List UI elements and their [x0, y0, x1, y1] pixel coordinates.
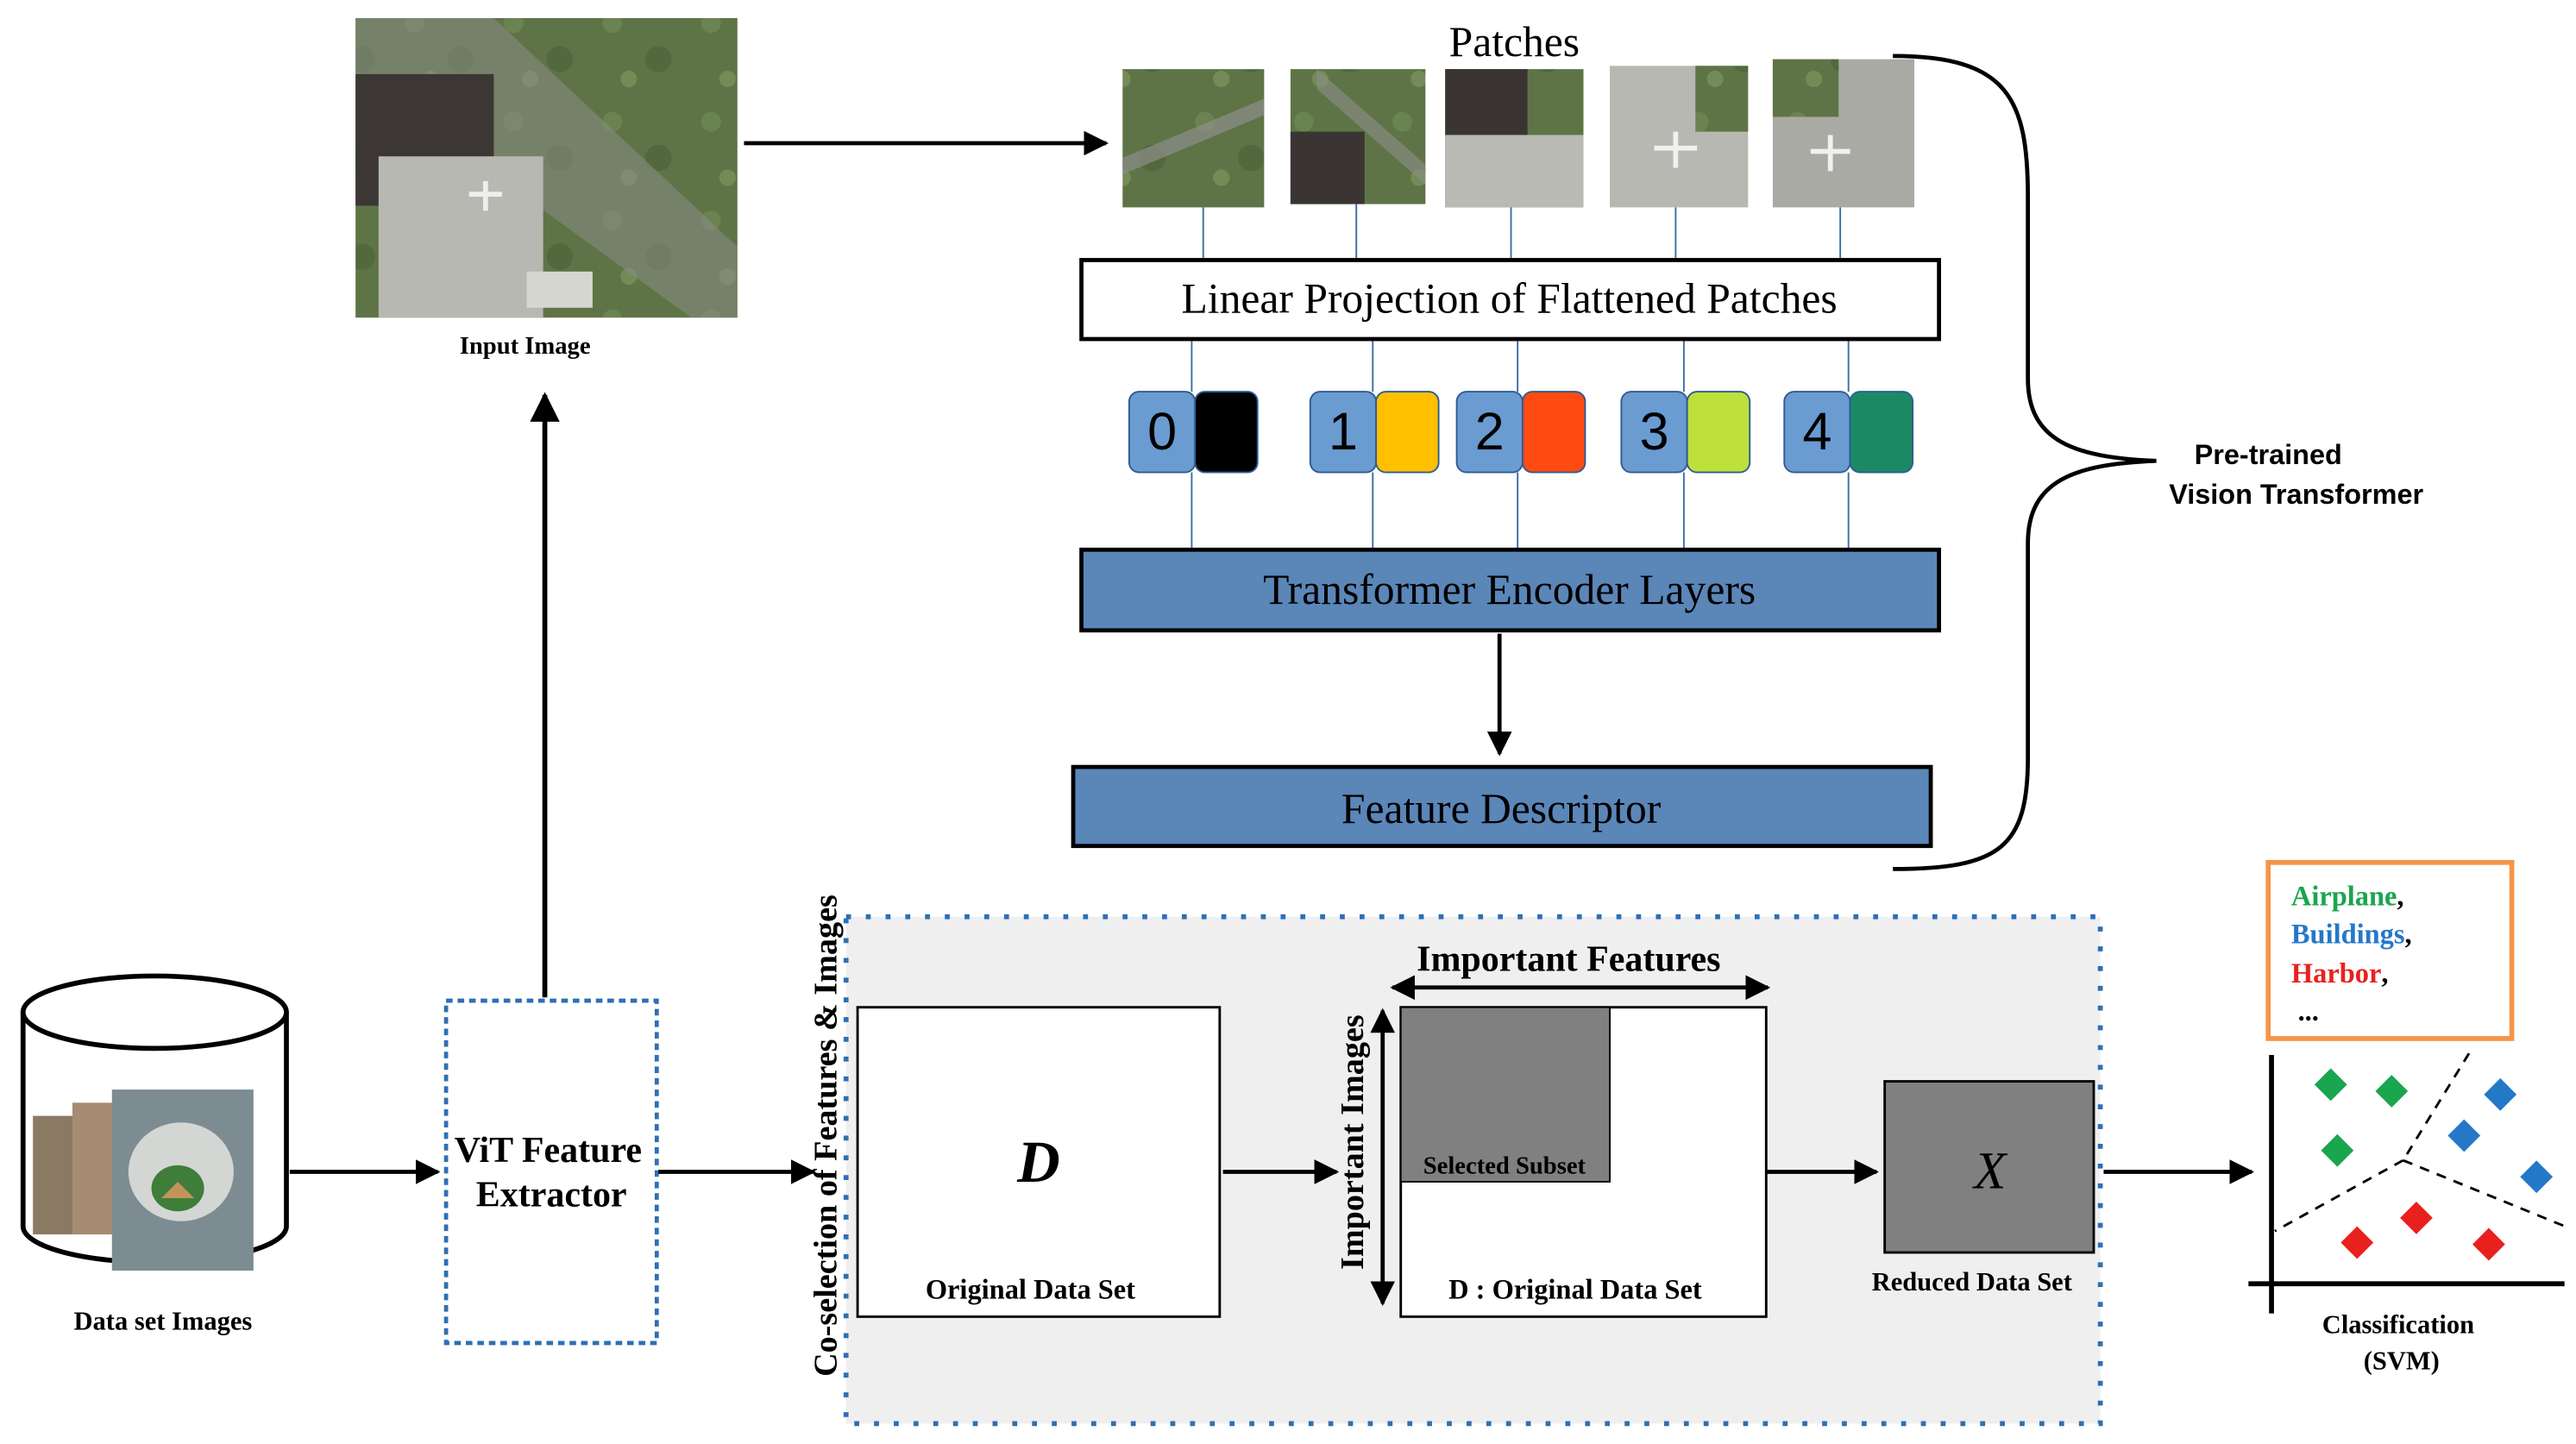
important-images-label: Important Images	[1335, 1014, 1371, 1270]
class-airplane: Airplane,	[2291, 881, 2404, 912]
red-points	[2340, 1202, 2505, 1261]
class-harbor-sep: ,	[2381, 958, 2388, 989]
token-2: 2	[1455, 391, 1586, 474]
linear-projection-label: Linear Projection of Flattened Patches	[1182, 275, 1838, 323]
class-more: ...	[2298, 996, 2319, 1027]
token-embedding-0	[1194, 391, 1259, 474]
reduced-dataset-caption: Reduced Data Set	[1872, 1267, 2073, 1296]
vit-brace-label-1: Pre-trained	[2195, 439, 2342, 470]
patch-4	[1610, 66, 1749, 208]
patch-3	[1445, 69, 1584, 208]
token-index-3: 3	[1640, 402, 1669, 461]
patch-connectors	[1191, 204, 1850, 550]
green-points	[2314, 1068, 2409, 1167]
patch-1	[1122, 69, 1265, 208]
token-embedding-4	[1849, 391, 1914, 474]
input-image-caption: Input Image	[460, 332, 591, 360]
token-embedding-2	[1521, 391, 1586, 474]
classification-plot	[2248, 1052, 2566, 1314]
token-embedding-3	[1686, 391, 1751, 474]
original-dataset-caption: Original Data Set	[926, 1274, 1135, 1305]
encoder-box	[1079, 547, 1942, 633]
extractor-box	[443, 998, 659, 1346]
original-dataset-symbol: D	[1016, 1129, 1060, 1195]
important-features-label: Important Features	[1417, 940, 1720, 980]
token-index-1: 1	[1329, 402, 1358, 461]
blue-points	[2447, 1077, 2554, 1194]
dataset-caption: Data set Images	[73, 1307, 252, 1336]
class-airplane-sep: ,	[2397, 881, 2403, 912]
class-harbor-label: Harbor	[2291, 958, 2381, 989]
token-1: 1	[1309, 391, 1440, 474]
token-index-0: 0	[1147, 402, 1177, 461]
coselection-vertical-label: Co-selection of Features & Images	[807, 895, 844, 1377]
token-4: 4	[1783, 391, 1914, 474]
token-embedding-1	[1375, 391, 1440, 474]
patch-2	[1290, 69, 1426, 204]
classification-label-2: (SVM)	[2364, 1346, 2440, 1375]
original-with-symbol-label: D : Original Data Set	[1448, 1274, 1702, 1305]
token-3: 3	[1620, 391, 1751, 474]
patches-title: Patches	[1449, 18, 1580, 66]
original-dataset-box	[856, 1006, 1222, 1318]
encoder-label: Transformer Encoder Layers	[1263, 566, 1756, 613]
classification-label-1: Classification	[2322, 1309, 2474, 1339]
dataset-cylinder-icon	[20, 973, 289, 1271]
vit-brace-label-2: Vision Transformer	[2169, 479, 2423, 510]
token-index-4: 4	[1802, 402, 1831, 461]
token-row: 0 1 2 3 4	[1128, 391, 1914, 474]
vit-brace	[1893, 53, 2157, 871]
selected-subset-block	[1399, 1006, 1611, 1183]
classes-box	[2265, 859, 2515, 1041]
reduced-dataset-symbol: X	[1971, 1143, 2008, 1201]
descriptor-box	[1071, 764, 1933, 849]
token-0: 0	[1128, 391, 1259, 474]
reduced-dataset-box	[1883, 1080, 2095, 1254]
extractor-label-1: ViT Feature	[455, 1131, 642, 1171]
class-buildings: Buildings,	[2291, 919, 2412, 950]
linear-projection-box	[1079, 258, 1942, 342]
patch-5	[1772, 59, 1915, 208]
airplane-shape	[468, 180, 502, 211]
input-image	[355, 17, 738, 318]
token-index-2: 2	[1475, 402, 1505, 461]
class-airplane-label: Airplane	[2291, 881, 2397, 912]
extractor-label-2: Extractor	[476, 1176, 627, 1215]
patch-row	[1122, 59, 1915, 208]
descriptor-label: Feature Descriptor	[1341, 785, 1662, 832]
class-buildings-label: Buildings	[2291, 919, 2405, 950]
class-harbor: Harbor,	[2291, 958, 2389, 989]
class-buildings-sep: ,	[2405, 919, 2412, 950]
selected-subset-label: Selected Subset	[1423, 1152, 1586, 1179]
